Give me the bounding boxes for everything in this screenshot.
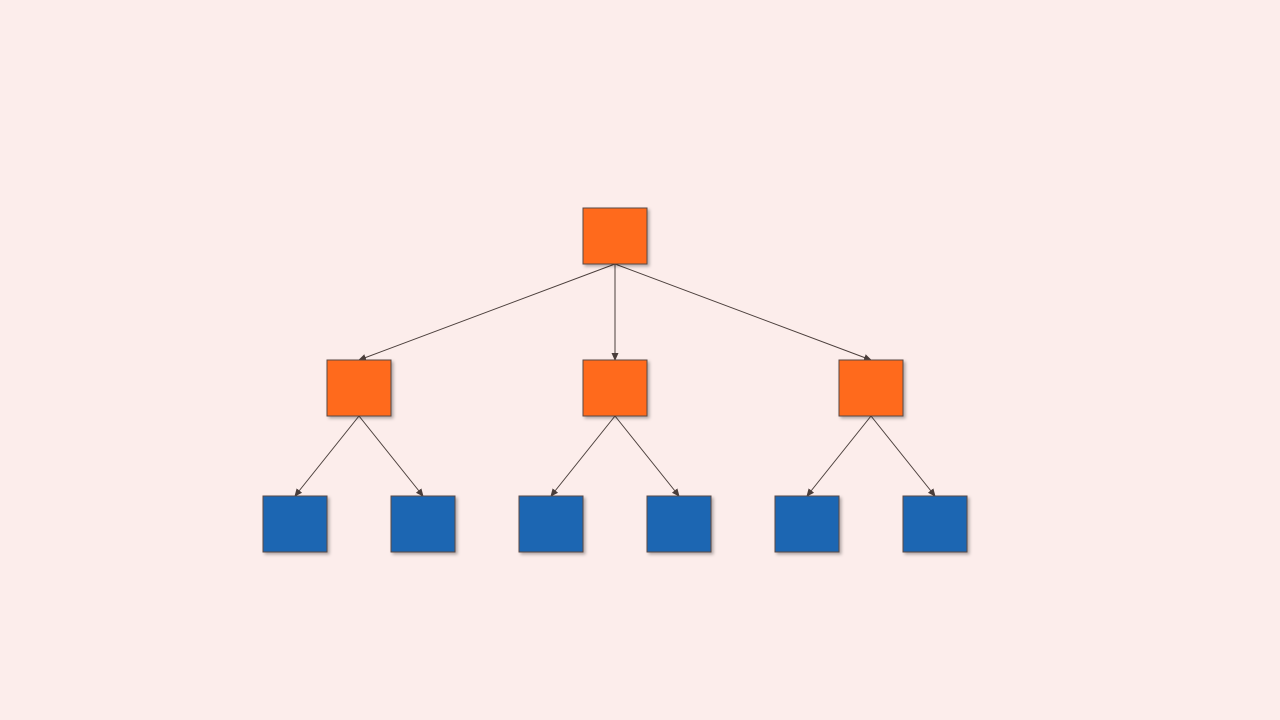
connectors <box>294 263 936 497</box>
node-leaf-5 <box>774 495 840 553</box>
connector-child-3-to-leaf-6 <box>870 415 936 497</box>
node-leaf-2 <box>390 495 456 553</box>
node-child-3 <box>838 359 904 417</box>
node-leaf-6 <box>902 495 968 553</box>
node-child-2 <box>582 359 648 417</box>
node-leaf-3 <box>518 495 584 553</box>
node-leaf-4 <box>646 495 712 553</box>
node-child-1 <box>326 359 392 417</box>
node-leaf-1 <box>262 495 328 553</box>
connector-child-3-to-leaf-5 <box>806 415 872 497</box>
connector-child-2-to-leaf-4 <box>614 415 680 497</box>
connector-child-1-to-leaf-1 <box>294 415 360 497</box>
connector-child-1-to-leaf-2 <box>358 415 424 497</box>
nodes <box>262 207 968 553</box>
connector-root-to-child-1 <box>358 263 616 361</box>
node-root <box>582 207 648 265</box>
connector-root-to-child-3 <box>614 263 872 361</box>
connector-child-2-to-leaf-3 <box>550 415 616 497</box>
